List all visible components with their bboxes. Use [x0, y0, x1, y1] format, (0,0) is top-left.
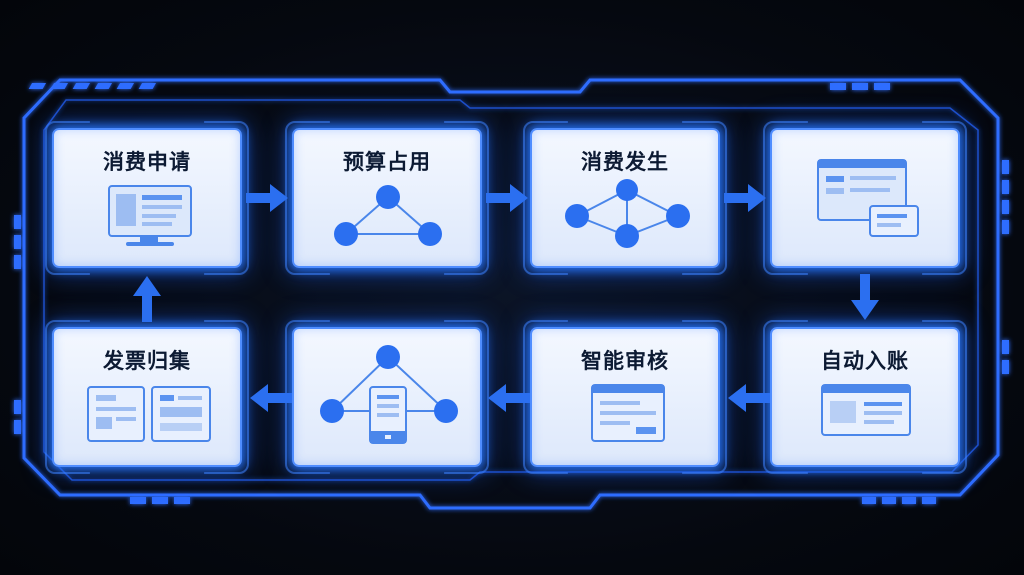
arrow-left-icon	[488, 384, 530, 412]
step-title: 发票归集	[103, 349, 191, 373]
arrow-right-icon	[486, 184, 528, 212]
triangle-network-icon	[334, 185, 442, 246]
arrow-up-icon	[133, 276, 161, 322]
monitor-form-icon	[108, 185, 192, 246]
ledger-card-icon	[821, 384, 911, 436]
step-card-consumption-request[interactable]: 消费申请	[52, 128, 242, 268]
step-title: 智能审核	[581, 349, 669, 373]
invoice-cards-icon	[87, 386, 211, 442]
arrow-left-icon	[728, 384, 770, 412]
step-title: 预算占用	[343, 150, 431, 174]
step-card-consumption-occurrence[interactable]: 消费发生	[530, 128, 720, 268]
arrow-right-icon	[724, 184, 766, 212]
diamond-network-icon	[565, 179, 690, 248]
step-card-budget-occupation[interactable]: 预算占用	[292, 128, 482, 268]
step-card-window-documents[interactable]	[770, 128, 960, 268]
step-card-invoice-collection[interactable]: 发票归集	[52, 327, 242, 467]
step-card-tablet-network[interactable]	[292, 327, 482, 467]
step-title: 消费发生	[581, 150, 669, 174]
step-title: 消费申请	[103, 150, 191, 174]
arrow-right-icon	[246, 184, 288, 212]
arrow-left-icon	[250, 384, 292, 412]
step-card-smart-review[interactable]: 智能审核	[530, 327, 720, 467]
review-form-icon	[591, 384, 665, 442]
step-title: 自动入账	[821, 349, 909, 373]
window-documents-icon	[817, 159, 919, 237]
step-card-auto-posting[interactable]: 自动入账	[770, 327, 960, 467]
arrow-down-icon	[851, 274, 879, 320]
tablet-network-icon	[320, 345, 458, 444]
